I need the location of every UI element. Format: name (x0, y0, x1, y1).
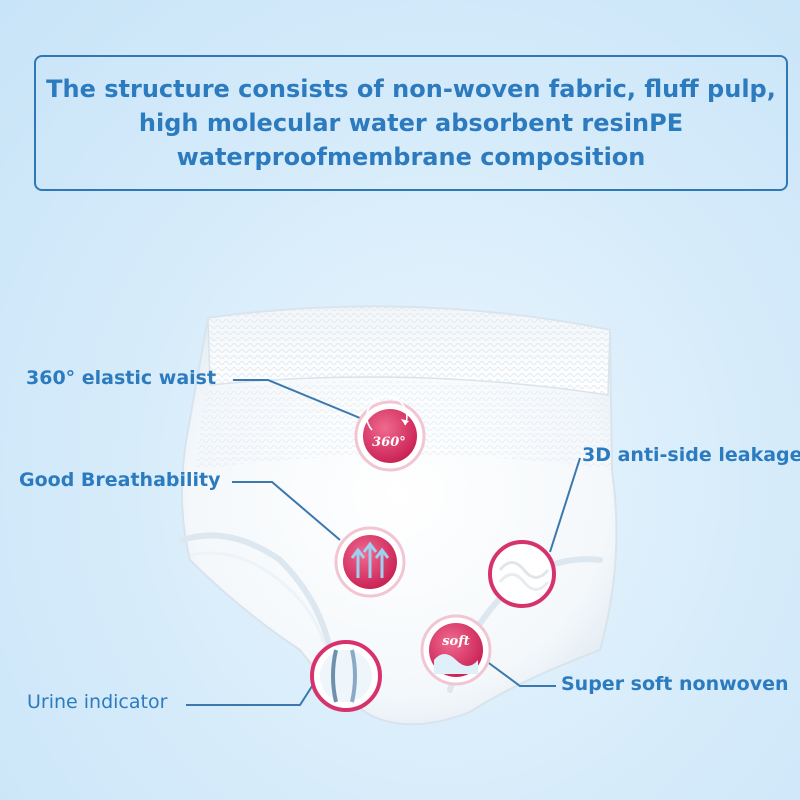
description-line-1: The structure consists of non-woven fabr… (46, 75, 776, 103)
indicator-stripe-icon (331, 649, 338, 703)
rotate-arrow-icon (366, 395, 408, 431)
structure-description-box: The structure consists of non-woven fabr… (34, 55, 788, 191)
leak-guard-icon (498, 561, 550, 579)
anti-leak-badge (488, 540, 556, 608)
line-elastic-waist (233, 379, 361, 419)
air-flow-arrows-icon (350, 541, 390, 578)
description-line-3: waterproofmembrane composition (176, 143, 646, 171)
elastic-badge-text: 360° (372, 435, 406, 450)
line-anti-leak (549, 457, 581, 553)
label-urine-indicator: Urine indicator (27, 691, 168, 713)
diaper-pant (179, 305, 618, 726)
line-soft-nonwoven (481, 657, 556, 687)
urine-indicator-badge (310, 640, 382, 712)
elastic-waist-badge (354, 395, 426, 472)
soft-badge-text: soft (442, 634, 470, 649)
line-breathability (232, 481, 341, 541)
callout-lines (186, 379, 581, 706)
label-breathability: Good Breathability (19, 469, 221, 491)
soft-layer-icon (434, 654, 478, 674)
breathability-badge (334, 526, 406, 598)
line-urine-indicator (186, 679, 317, 706)
label-soft-nonwoven: Super soft nonwoven (561, 673, 789, 695)
description-line-2: high molecular water absorbent resinPE (138, 109, 684, 137)
soft-nonwoven-badge (420, 614, 492, 686)
label-anti-leak: 3D anti-side leakage (582, 444, 800, 466)
label-elastic-waist: 360° elastic waist (26, 367, 217, 389)
